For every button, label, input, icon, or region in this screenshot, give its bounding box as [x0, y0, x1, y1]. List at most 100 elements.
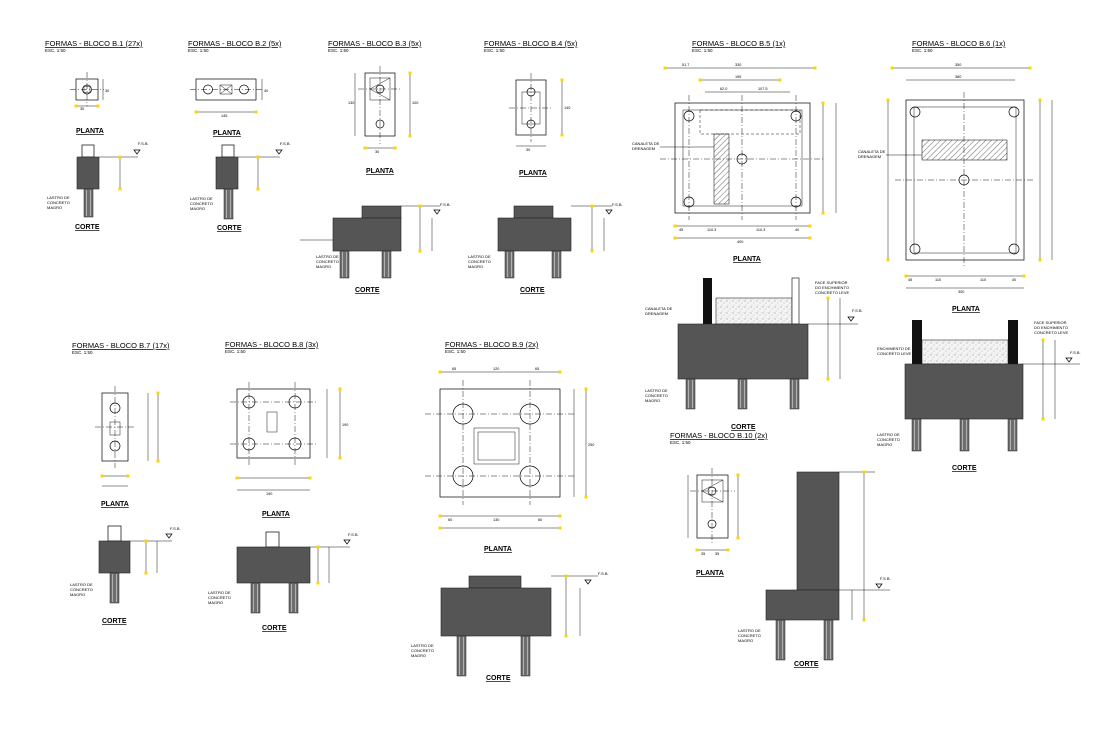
bloco-b8-corte-label: CORTE: [262, 625, 287, 632]
bloco-b6-planta-label: PLANTA: [952, 306, 980, 313]
bloco-b3-planta: 100 130 30 PLANTA: [348, 66, 418, 175]
bloco-b10-planta-label: PLANTA: [696, 570, 724, 577]
bloco-b1: FORMAS - BLOCO B.1 (27x) ESC. 1:50 30 30…: [45, 39, 149, 231]
svg-text:30: 30: [105, 89, 109, 93]
bloco-b7: FORMAS - BLOCO B.7 (17x) ESC. 1:50 PLANT…: [70, 341, 181, 625]
svg-text:MAGRO: MAGRO: [208, 600, 223, 605]
svg-text:CANALETA DE: CANALETA DE: [858, 149, 886, 154]
bloco-b4-corte-label: CORTE: [520, 287, 545, 294]
bloco-b9-scale: ESC. 1:50: [445, 349, 466, 354]
svg-text:30: 30: [375, 150, 379, 154]
svg-text:110: 110: [935, 278, 941, 282]
svg-text:CONCRETO: CONCRETO: [411, 648, 434, 653]
bloco-b1-corte-label: CORTE: [75, 224, 100, 231]
bloco-b10-planta: 35 35 PLANTA: [687, 468, 740, 577]
svg-text:MAGRO: MAGRO: [645, 398, 660, 403]
bloco-b6-scale: ESC. 1:50: [912, 48, 933, 53]
svg-text:F.S.B.: F.S.B.: [440, 202, 451, 207]
bloco-b7-corte-label: CORTE: [102, 618, 127, 625]
svg-text:LASTRO DE: LASTRO DE: [208, 590, 231, 595]
bloco-b3-corte: F.S.B. LASTRO DE CONCRETO MAGRO CORTE: [300, 202, 451, 294]
bloco-b2-corte: F.S.B. LASTRO DE CONCRETO MAGRO CORTE: [190, 141, 291, 232]
svg-text:F.S.B.: F.S.B.: [280, 141, 291, 146]
bloco-b6: FORMAS - BLOCO B.6 (1x) ESC. 1:50 350 38…: [858, 39, 1081, 472]
svg-text:30: 30: [80, 107, 84, 111]
svg-text:65: 65: [452, 367, 456, 371]
bloco-b4-planta-label: PLANTA: [519, 170, 547, 177]
svg-text:LASTRO DE: LASTRO DE: [47, 195, 70, 200]
svg-text:51.7: 51.7: [682, 63, 689, 67]
svg-text:45: 45: [908, 278, 912, 282]
svg-text:110: 110: [980, 278, 986, 282]
svg-text:300: 300: [958, 290, 964, 294]
svg-text:MAGRO: MAGRO: [468, 264, 483, 269]
bloco-b9-title: FORMAS - BLOCO B.9 (2x): [445, 340, 539, 349]
bloco-b2-planta-label: PLANTA: [213, 130, 241, 137]
svg-text:380: 380: [955, 75, 961, 79]
svg-text:CONCRETO LEVE: CONCRETO LEVE: [815, 290, 849, 295]
svg-text:LASTRO DE: LASTRO DE: [70, 582, 93, 587]
bloco-b8-corte: F.S.B. LASTRO DE CONCRETO MAGRO CORTE: [208, 531, 359, 632]
svg-text:F.S.B.: F.S.B.: [138, 141, 149, 146]
bloco-b8: FORMAS - BLOCO B.8 (3x) ESC. 1:50 190 19…: [208, 340, 359, 632]
bloco-b6-corte-label: CORTE: [952, 465, 977, 472]
bloco-b5: FORMAS - BLOCO B.5 (1x) ESC. 1:50 51.7 3…: [632, 39, 863, 431]
svg-text:F.S.B.: F.S.B.: [170, 526, 181, 531]
svg-text:LASTRO DE: LASTRO DE: [645, 388, 668, 393]
bloco-b2-corte-label: CORTE: [217, 225, 242, 232]
bloco-b2: FORMAS - BLOCO B.2 (5x) ESC. 1:50 145 40…: [188, 39, 291, 232]
svg-text:CANALETA DE: CANALETA DE: [645, 306, 673, 311]
svg-text:CONCRETO: CONCRETO: [468, 259, 491, 264]
svg-text:40: 40: [795, 228, 799, 232]
svg-text:60: 60: [448, 518, 452, 522]
bloco-b4-planta: 140 30 PLANTA: [509, 73, 570, 177]
svg-text:30: 30: [526, 148, 530, 152]
svg-text:ENCHIMENTO DE: ENCHIMENTO DE: [877, 346, 911, 351]
svg-text:140: 140: [564, 106, 570, 110]
svg-text:400: 400: [737, 240, 743, 244]
svg-text:CONCRETO: CONCRETO: [208, 595, 231, 600]
svg-text:DO ENCHIMENTO: DO ENCHIMENTO: [1034, 325, 1068, 330]
svg-text:CONCRETO: CONCRETO: [47, 200, 70, 205]
bloco-b4-corte: F.S.B. LASTRO DE CONCRETO MAGRO CORTE: [468, 202, 623, 294]
svg-text:35: 35: [715, 552, 719, 556]
svg-text:F.S.B.: F.S.B.: [612, 202, 623, 207]
bloco-b10-title: FORMAS - BLOCO B.10 (2x): [670, 431, 768, 440]
svg-text:DRENAGEM: DRENAGEM: [858, 154, 881, 159]
svg-text:MAGRO: MAGRO: [70, 592, 85, 597]
svg-text:MAGRO: MAGRO: [411, 653, 426, 658]
svg-text:CANALETA DE: CANALETA DE: [632, 141, 660, 146]
svg-text:CONCRETO: CONCRETO: [645, 393, 668, 398]
bloco-b5-corte: F.S.B. FACE SUPERIOR DO ENCHIMENTO CONCR…: [645, 277, 863, 431]
svg-text:CONCRETO: CONCRETO: [70, 587, 93, 592]
svg-text:F.S.B.: F.S.B.: [852, 308, 863, 313]
bloco-b9: FORMAS - BLOCO B.9 (2x) ESC. 1:50 65 120…: [411, 340, 609, 682]
bloco-b10: FORMAS - BLOCO B.10 (2x) ESC. 1:50 35 35…: [670, 431, 891, 668]
bloco-b7-planta-label: PLANTA: [101, 501, 129, 508]
svg-text:350: 350: [955, 63, 961, 67]
svg-text:100: 100: [412, 101, 418, 105]
bloco-b10-corte-label: CORTE: [794, 661, 819, 668]
bloco-b5-title: FORMAS - BLOCO B.5 (1x): [692, 39, 786, 48]
bloco-b9-planta-label: PLANTA: [484, 546, 512, 553]
svg-text:MAGRO: MAGRO: [47, 205, 62, 210]
svg-text:120: 120: [493, 367, 499, 371]
svg-text:LASTRO DE: LASTRO DE: [190, 196, 213, 201]
bloco-b3-planta-label: PLANTA: [366, 168, 394, 175]
svg-text:195: 195: [735, 75, 741, 79]
bloco-b6-planta: 350 380 45 110 110 40 300 CANALETA DE DR: [858, 63, 1053, 313]
svg-text:CONCRETO LEVE: CONCRETO LEVE: [877, 351, 911, 356]
bloco-b2-scale: ESC. 1:50: [188, 48, 209, 53]
bloco-b4-title: FORMAS - BLOCO B.4 (5x): [484, 39, 578, 48]
svg-text:45: 45: [679, 228, 683, 232]
bloco-b10-corte: F.S.B. LASTRO DE CONCRETO MAGRO CORTE: [738, 470, 891, 668]
bloco-b5-corte-label: CORTE: [731, 424, 756, 431]
bloco-b3-corte-label: CORTE: [355, 287, 380, 294]
bloco-b7-corte: F.S.B. LASTRO DE CONCRETO MAGRO CORTE: [70, 525, 181, 625]
svg-text:LASTRO DE: LASTRO DE: [316, 254, 339, 259]
bloco-b8-planta: 190 190 PLANTA: [230, 382, 348, 518]
bloco-b4: FORMAS - BLOCO B.4 (5x) ESC. 1:50 140 30…: [468, 39, 623, 294]
bloco-b1-planta-label: PLANTA: [76, 128, 104, 135]
bloco-b1-corte: F.S.B. LASTRO DE CONCRETO MAGRO CORTE: [47, 141, 149, 231]
bloco-b3-scale: ESC. 1:50: [328, 48, 349, 53]
